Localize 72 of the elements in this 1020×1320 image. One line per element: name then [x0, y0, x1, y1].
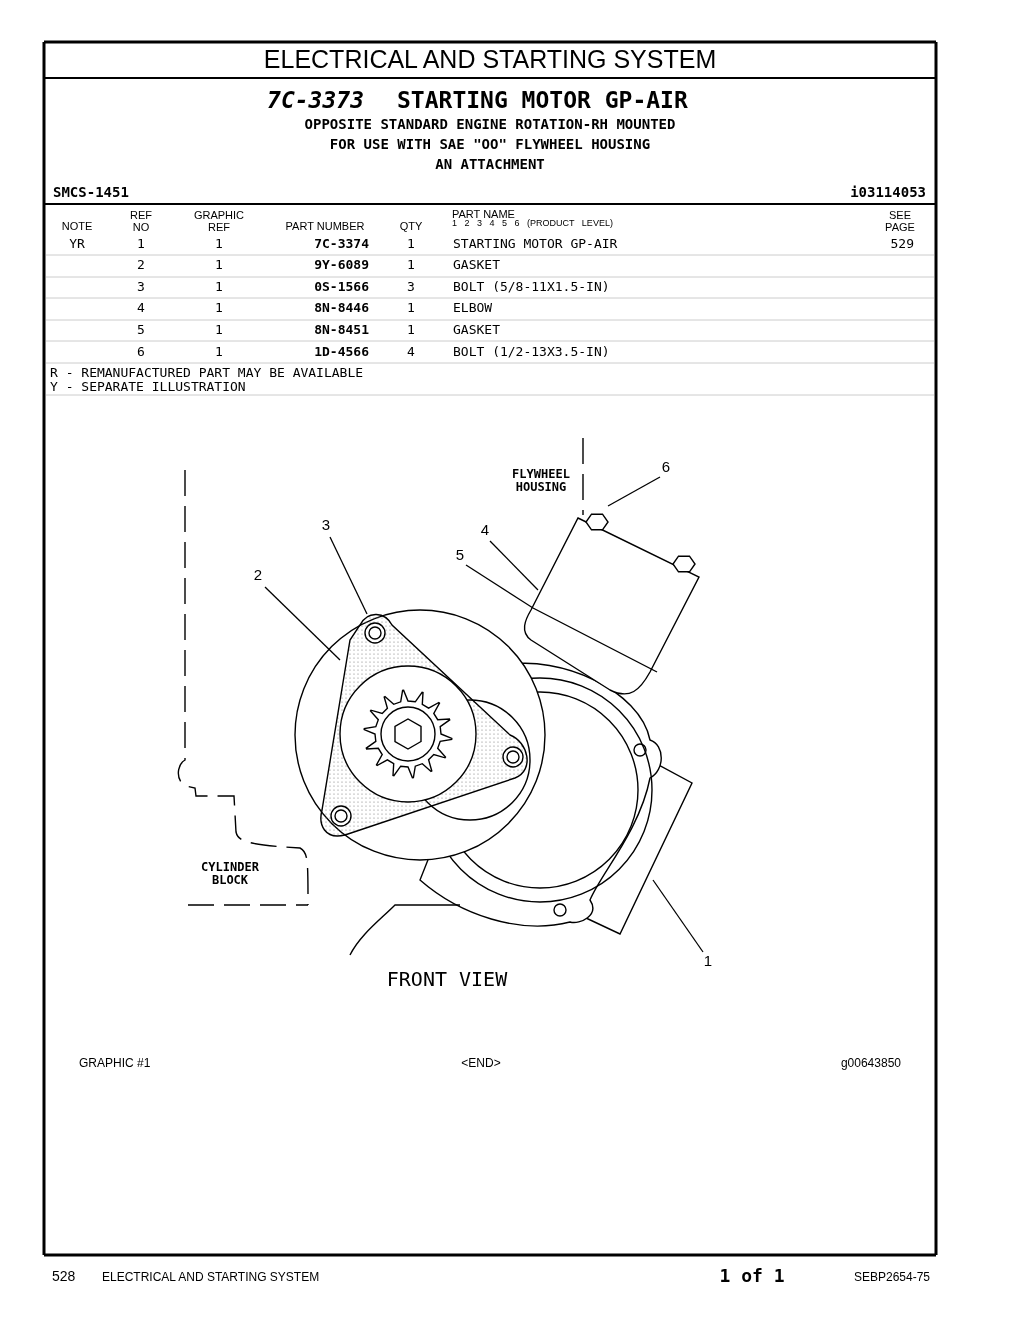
subtitle: AN ATTACHMENT: [434, 157, 546, 173]
column-header: QTY: [398, 220, 424, 233]
callout-number: 2: [250, 567, 266, 584]
table-cell-text: 1: [406, 301, 416, 316]
footnote: Y - SEPARATE ILLUSTRATION: [50, 380, 247, 395]
table-cell-text: 4: [136, 301, 146, 316]
subtitle: FOR USE WITH SAE "OO" FLYWHEEL HOUSING: [328, 137, 652, 153]
table-cell-text: 3: [406, 280, 416, 295]
table-cell-text: 3: [136, 280, 146, 295]
table-cell-text: GASKET: [453, 258, 501, 273]
table-cell-text: 8N-8446: [313, 301, 369, 316]
table-cell-text: ELBOW: [453, 301, 494, 316]
leader-line: [652, 879, 704, 953]
callout-number: 1: [700, 953, 716, 970]
table-cell-text: 1: [214, 237, 224, 252]
section-title: ELECTRICAL AND STARTING SYSTEM: [262, 46, 718, 74]
table-cell-text: 7C-3374: [313, 237, 369, 252]
table-cell-text: 1: [136, 237, 146, 252]
table-cell-text: 2: [136, 258, 146, 273]
table-cell-text: STARTING MOTOR GP-AIR: [453, 237, 619, 252]
table-cell-text: 1: [214, 345, 224, 360]
end-marker: <END>: [460, 1057, 502, 1071]
footer-section: ELECTRICAL AND STARTING SYSTEM: [102, 1271, 402, 1285]
leader-line: [264, 586, 341, 661]
callout-number: 6: [658, 459, 674, 476]
table-cell-text: 1: [406, 323, 416, 338]
table-cell-text: 1D-4566: [313, 345, 369, 360]
assembly-title: STARTING MOTOR GP-AIR: [397, 88, 689, 114]
leader-line: [489, 540, 539, 591]
footnote: R - REMANUFACTURED PART MAY BE AVAILABLE: [50, 366, 365, 381]
table-cell-text: 5: [136, 323, 146, 338]
callout-number: 4: [477, 522, 493, 539]
table-cell-text: GASKET: [453, 323, 501, 338]
column-header: PART NUMBER: [284, 220, 366, 233]
column-header: SEE PAGE: [885, 209, 915, 234]
leader-line: [465, 564, 534, 609]
smcs-code: SMCS-1451: [53, 185, 130, 201]
table-cell-text: 9Y-6089: [313, 258, 369, 273]
illustration-id: i03114053: [849, 185, 926, 201]
graphic-number: GRAPHIC #1: [79, 1057, 152, 1071]
table-cell-text: BOLT (1/2-13X3.5-IN): [453, 345, 611, 360]
subtitle: OPPOSITE STANDARD ENGINE ROTATION-RH MOUNTED: [303, 117, 677, 133]
column-header: 1 2 3 4 5 6 (PRODUCT LEVEL): [452, 219, 614, 229]
table-cell-text: BOLT (5/8-11X1.5-IN): [453, 280, 611, 295]
page-number: 528: [52, 1269, 77, 1285]
part-label: FLYWHEEL HOUSING: [511, 468, 571, 495]
callout-number: 5: [452, 547, 468, 564]
leader-line: [329, 536, 368, 615]
table-cell-text: 1: [406, 258, 416, 273]
table-cell-text: 8N-8451: [313, 323, 369, 338]
document-number: SEBP2654-75: [852, 1271, 930, 1285]
table-cell-text: 6: [136, 345, 146, 360]
table-cell-text: 529: [889, 237, 914, 252]
callout-number: 3: [318, 517, 334, 534]
view-caption: FRONT VIEW: [385, 968, 509, 990]
column-header: GRAPHIC REF: [193, 209, 245, 234]
table-cell-text: 0S-1566: [313, 280, 369, 295]
graphic-id: g00643850: [839, 1057, 901, 1071]
part-number-heading: 7C-3373: [266, 88, 364, 114]
table-cell-text: 1: [214, 301, 224, 316]
table-cell-text: YR: [68, 237, 86, 252]
leader-line: [607, 476, 661, 507]
column-header: NOTE: [60, 220, 94, 233]
column-header: PART NAME: [452, 208, 516, 220]
table-cell-text: 1: [214, 258, 224, 273]
page-count: 1 of 1: [718, 1266, 786, 1286]
table-cell-text: 4: [406, 345, 416, 360]
table-cell-text: 1: [214, 280, 224, 295]
table-cell-text: 1: [406, 237, 416, 252]
table-cell-text: 1: [214, 323, 224, 338]
column-header: REF NO: [129, 209, 153, 234]
part-label: CYLINDER BLOCK: [200, 861, 260, 888]
